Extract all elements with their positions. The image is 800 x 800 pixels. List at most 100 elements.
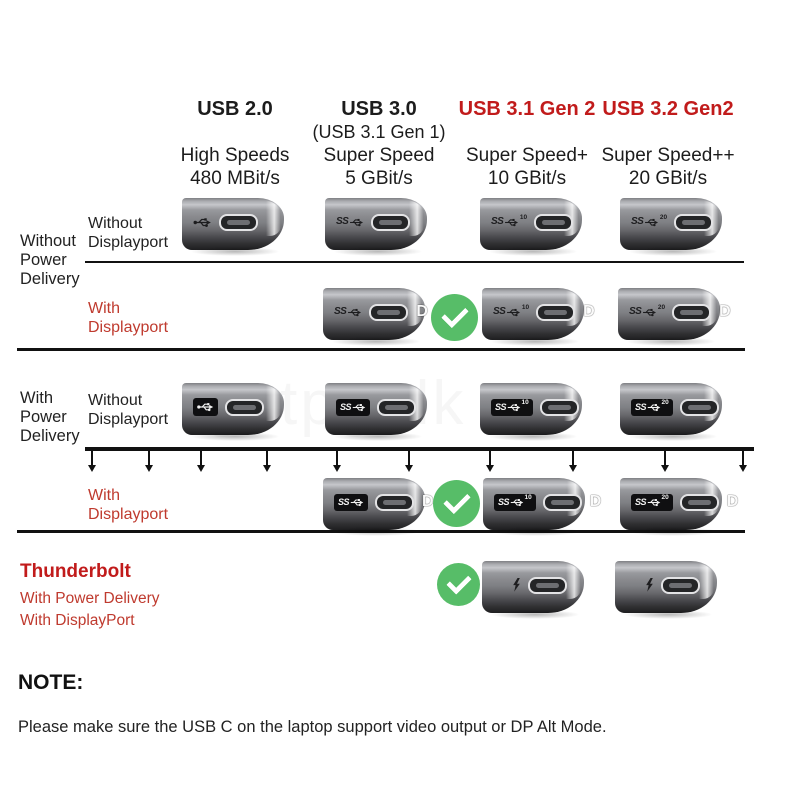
- thunderbolt-icon: [645, 578, 654, 592]
- group-label-with-power-delivery: With Power Delivery: [20, 389, 80, 445]
- ss-trident-badge-icon: SS: [334, 493, 369, 511]
- column-speed-name: High Speeds: [180, 145, 290, 166]
- column-header-usb3.2-gen2: USB 3.2 Gen2 Super Speed++ 20 GBit/s: [583, 97, 753, 190]
- column-speed-rate: 5 GBit/s: [345, 168, 413, 189]
- column-speed-rate: 480 MBit/s: [190, 168, 280, 189]
- arrow-bar: [85, 447, 754, 451]
- column-title: USB 3.1 Gen 2: [458, 98, 596, 120]
- usb-c-port: [679, 493, 719, 511]
- laptop-usb31-no-pd-with-dp: SS 10 D: [482, 288, 595, 346]
- column-speed-name: Super Speed++: [601, 145, 735, 166]
- usb-c-port: [369, 303, 409, 321]
- column-subtitle: (USB 3.1 Gen 1): [312, 122, 446, 142]
- ss-trident-10-icon: SS 10: [491, 213, 528, 227]
- down-arrow-icon: [485, 451, 494, 472]
- usb-c-port: [542, 493, 582, 511]
- laptop-usb20-no-pd-no-dp: [182, 198, 284, 256]
- displayport-logo: D: [589, 493, 602, 510]
- usb-c-port: [674, 213, 714, 231]
- row-label-with-displayport-2: With Displayport: [88, 487, 169, 523]
- column-speed-rate: 10 GBit/s: [487, 168, 567, 189]
- laptop-usb31-thunderbolt: [482, 561, 584, 619]
- ss-trident-20-badge-icon: SS 20: [631, 398, 673, 416]
- row-label-with-displayport-1: With Displayport: [88, 300, 169, 336]
- thunderbolt-line-dp: With DisplayPort: [20, 611, 135, 629]
- usb-c-port: [539, 398, 579, 416]
- down-arrow-icon: [660, 451, 669, 472]
- thunderbolt-section: Thunderbolt With Power Delivery With Dis…: [20, 561, 160, 633]
- laptop-usb31-pd-with-dp: SS 10 D: [483, 478, 601, 536]
- laptop-usb31-pd-no-dp: SS 10: [480, 383, 582, 441]
- divider-line-thin: [85, 261, 744, 263]
- down-arrow-icon: [568, 451, 577, 472]
- column-speed-name: Super Speed: [323, 145, 435, 166]
- note-section: NOTE: Please make sure the USB C on the …: [18, 671, 607, 736]
- ss-trident-icon: SS: [334, 307, 362, 318]
- down-arrow-icon: [144, 451, 153, 472]
- ss-trident-10-badge-icon: SS 10: [494, 493, 536, 511]
- thunderbolt-icon: [512, 578, 521, 592]
- usb-c-port: [225, 398, 264, 416]
- laptop-usb30-no-pd-no-dp: SS: [325, 198, 427, 256]
- laptop-usb31-no-pd-no-dp: SS 10: [480, 198, 582, 256]
- usb-c-port: [377, 398, 417, 416]
- laptop-usb32-no-pd-no-dp: SS 20: [620, 198, 722, 256]
- column-header-usb2.0: USB 2.0 High Speeds 480 MBit/s: [150, 97, 320, 190]
- checkmark-icon-pd-dp: [433, 480, 480, 527]
- displayport-logo: D: [422, 493, 434, 510]
- column-title: USB 2.0: [197, 98, 273, 120]
- usb-c-port: [534, 213, 574, 231]
- column-title: USB 3.0: [341, 98, 417, 120]
- group-label-without-power-delivery: Without Power Delivery: [20, 232, 80, 288]
- ss-trident-20-icon: SS 20: [629, 303, 666, 317]
- usb-c-port: [375, 493, 415, 511]
- usb-c-port: [661, 576, 700, 594]
- divider-line-thick-1: [17, 348, 745, 351]
- ss-trident-20-badge-icon: SS 20: [631, 493, 673, 511]
- usb-c-port: [371, 213, 411, 231]
- usb-c-port: [219, 213, 258, 231]
- column-header-usb3.0: USB 3.0 (USB 3.1 Gen 1) Super Speed 5 GB…: [294, 97, 464, 190]
- column-speed-rate: 20 GBit/s: [628, 168, 708, 189]
- laptop-usb20-pd-no-dp: [182, 383, 284, 441]
- row-label-without-displayport-1: Without Displayport: [88, 215, 169, 251]
- column-subtitle: [583, 121, 753, 144]
- thunderbolt-title: Thunderbolt: [20, 561, 131, 582]
- row-label-without-displayport-2: Without Displayport: [88, 392, 169, 428]
- usb-c-port: [528, 576, 567, 594]
- thunderbolt-line-pd: With Power Delivery: [20, 590, 160, 607]
- column-title: USB 3.2 Gen2: [602, 98, 734, 120]
- checkmark-icon-no-pd-dp: [431, 294, 478, 341]
- ss-trident-10-icon: SS 10: [493, 303, 530, 317]
- note-body: Please make sure the USB C on the laptop…: [18, 718, 607, 736]
- laptop-usb32-thunderbolt: [615, 561, 717, 619]
- laptop-usb30-pd-with-dp: SS D: [323, 478, 434, 536]
- laptop-usb30-no-pd-with-dp: SS D: [323, 288, 428, 346]
- down-arrow-icon: [738, 451, 747, 472]
- usb-trident-badge-icon: [193, 398, 218, 416]
- ss-trident-icon: SS: [336, 217, 364, 228]
- down-arrow-icon: [332, 451, 341, 472]
- laptop-usb32-pd-no-dp: SS 20: [620, 383, 722, 441]
- laptop-usb30-pd-no-dp: SS: [325, 383, 427, 441]
- down-arrow-icon: [196, 451, 205, 472]
- displayport-logo: D: [719, 303, 731, 320]
- laptop-usb32-no-pd-with-dp: SS 20 D: [618, 288, 731, 346]
- usb-c-port: [672, 303, 712, 321]
- ss-trident-20-icon: SS 20: [631, 213, 668, 227]
- note-heading: NOTE:: [18, 671, 84, 694]
- column-speed-name: Super Speed+: [465, 145, 588, 166]
- displayport-logo: D: [583, 303, 595, 320]
- usb-c-port: [679, 398, 719, 416]
- usb-c-port: [536, 303, 576, 321]
- down-arrow-icon: [404, 451, 413, 472]
- laptop-usb32-pd-with-dp: SS 20 D: [620, 478, 738, 536]
- checkmark-icon-thunderbolt: [437, 563, 480, 606]
- ss-trident-10-badge-icon: SS 10: [491, 398, 533, 416]
- column-header-usb3.1-gen2: USB 3.1 Gen 2 Super Speed+ 10 GBit/s: [442, 97, 612, 190]
- displayport-logo: D: [416, 303, 428, 320]
- down-arrow-icon: [87, 451, 96, 472]
- displayport-logo: D: [726, 493, 739, 510]
- usb-trident-icon: [193, 216, 212, 229]
